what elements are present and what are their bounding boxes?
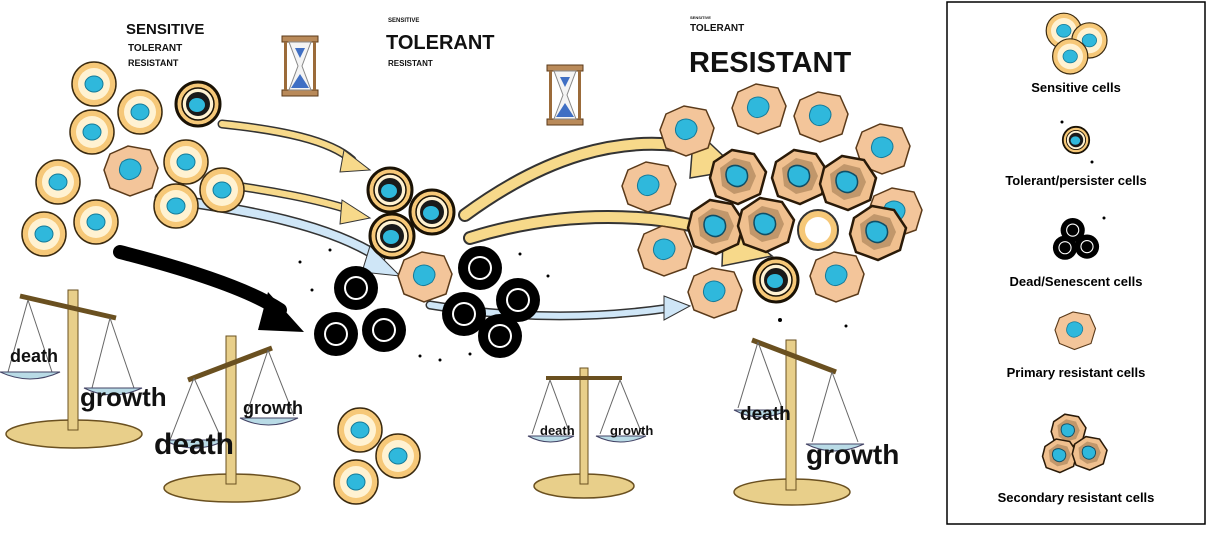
scale1-growth-label: growth (80, 382, 167, 412)
arrowhead-blue-1 (361, 245, 402, 277)
stage3-sensitive-label: SENSITIVE (690, 15, 711, 20)
scale1-death-label: death (10, 346, 58, 366)
hourglass-icon-2 (546, 64, 584, 126)
sensitive-cluster-bottom (333, 407, 421, 505)
balance-scale-1: death growth (0, 289, 167, 449)
balance-scale-4: death growth (733, 337, 899, 506)
stage-label-1: SENSITIVE TOLERANT RESISTANT (126, 21, 204, 68)
tolerant-cluster-middle (366, 166, 456, 303)
arrow-to-dead (113, 245, 287, 317)
arrowhead-yellow-2 (339, 199, 372, 225)
dead-cluster (298, 246, 550, 362)
balance-scale-3: death growth (527, 367, 653, 499)
arrowhead-yellow-1 (339, 149, 372, 173)
scale4-death-label: death (740, 404, 791, 425)
stage3-tolerant-label: TOLERANT (690, 23, 744, 34)
arrowhead-blue-2 (663, 295, 692, 321)
scale3-growth-label: growth (610, 423, 653, 438)
legend: Sensitive cells Tolerant/persister cells… (946, 1, 1206, 525)
legend-label-tolerant: Tolerant/persister cells (1005, 173, 1146, 188)
stage1-resistant-label: RESISTANT (128, 58, 179, 68)
stage1-sensitive-label: SENSITIVE (126, 21, 204, 38)
resistant-cluster-right (621, 83, 923, 328)
stage1-tolerant-label: TOLERANT (128, 43, 182, 54)
balance-scale-2: death growth (154, 335, 303, 503)
scale2-death-label: death (154, 428, 234, 461)
stage-label-3: SENSITIVE TOLERANT RESISTANT (689, 15, 851, 79)
stage2-sensitive-label: SENSITIVE (388, 18, 419, 24)
legend-icon-primary-resistant (1054, 311, 1097, 351)
scale2-growth-label: growth (243, 398, 303, 418)
scale4-growth-label: growth (806, 439, 899, 470)
legend-label-primary-resistant: Primary resistant cells (1007, 365, 1146, 380)
legend-label-secondary-resistant: Secondary resistant cells (998, 490, 1155, 505)
legend-label-sensitive: Sensitive cells (1031, 80, 1121, 95)
arrow-yellow-1 (217, 119, 357, 165)
stage3-resistant-label: RESISTANT (689, 47, 851, 79)
legend-icon-tolerant (1061, 125, 1091, 155)
arrowhead-to-dead (258, 292, 304, 332)
hourglass-icon-1 (281, 35, 319, 97)
scale3-death-label: death (540, 423, 575, 438)
sensitive-cluster-left (21, 61, 245, 257)
stage2-resistant-label: RESISTANT (388, 59, 433, 68)
stage-label-2: SENSITIVE TOLERANT RESISTANT (386, 18, 495, 68)
legend-label-dead: Dead/Senescent cells (1010, 274, 1143, 289)
stage2-tolerant-label: TOLERANT (386, 32, 495, 54)
